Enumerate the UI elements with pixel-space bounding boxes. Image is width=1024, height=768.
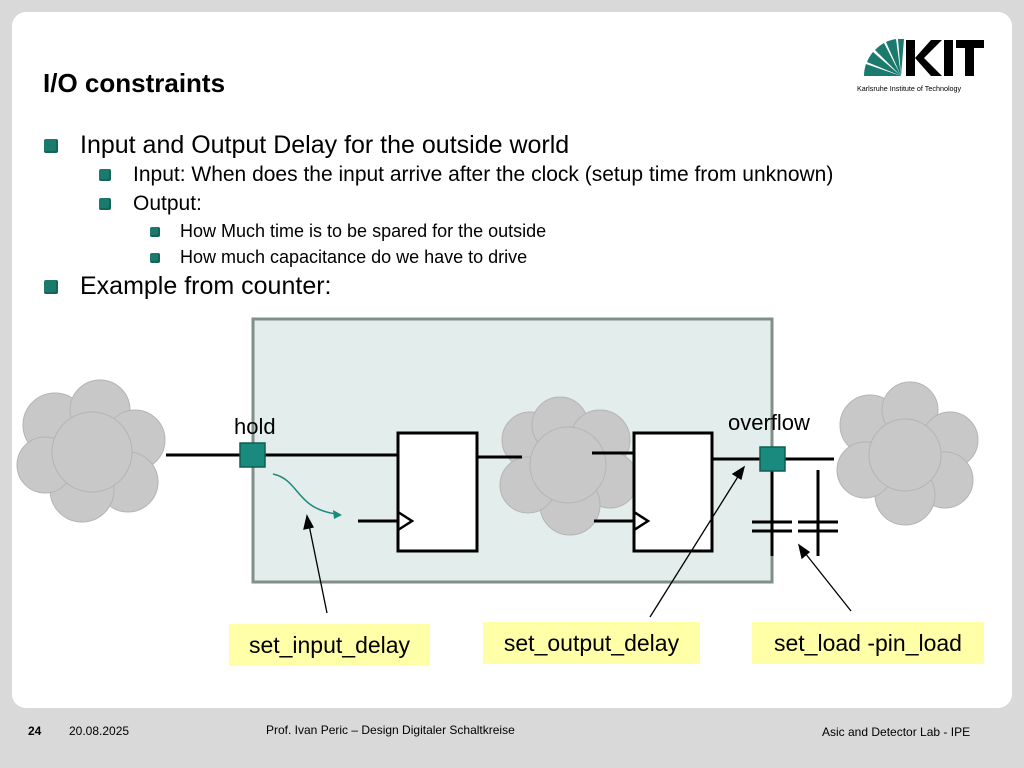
flip-flop-2 <box>632 431 714 553</box>
bullet-square-icon <box>150 252 160 263</box>
bullet-square-icon <box>99 198 111 210</box>
input-pin-hold <box>239 442 266 468</box>
bullet-text: Example from counter: <box>80 272 332 300</box>
bullet-text: Input and Output Delay for the outside w… <box>80 131 570 159</box>
set-input-delay-label: set_input_delay <box>229 624 430 666</box>
outside-logic-left-cloud <box>16 379 166 523</box>
page-number: 24 <box>28 724 42 738</box>
input-delay-arrow <box>272 473 342 519</box>
pin-label-overflow: overflow <box>728 410 810 435</box>
combinational-logic-cloud <box>499 396 639 536</box>
wires <box>166 451 838 556</box>
bullet-io-delay: Input and Output Delay for the outside w… <box>44 131 569 160</box>
bullet-square-icon <box>44 138 58 153</box>
bullet-output: Output: <box>99 192 202 216</box>
footer-lab: Asic and Detector Lab - IPE <box>822 725 971 739</box>
bullet-example: Example from counter: <box>44 272 332 301</box>
bullet-input: Input: When does the input arrive after … <box>99 163 833 187</box>
bullet-text: Output: <box>133 192 202 215</box>
bullet-text: How Much time is to be spared for the ou… <box>180 221 547 241</box>
bullet-text: How much capacitance do we have to drive <box>180 247 528 267</box>
bullet-text: Input: When does the input arrive after … <box>133 163 834 186</box>
bullet-output-capacitance: How much capacitance do we have to drive <box>150 247 527 268</box>
output-pin-overflow <box>759 446 786 472</box>
logo-caption: Karlsruhe Institute of Technology <box>857 84 962 93</box>
set-load-label: set_load -pin_load <box>752 622 984 664</box>
bullet-square-icon <box>150 226 160 237</box>
bullet-output-time: How Much time is to be spared for the ou… <box>150 221 546 242</box>
callout-arrows <box>303 465 852 618</box>
pin-label-hold: hold <box>234 414 276 439</box>
flip-flop-1 <box>396 431 479 553</box>
footer-date: 20.08.2025 <box>69 724 130 738</box>
set-output-delay-label: set_output_delay <box>483 622 700 664</box>
bullet-square-icon <box>44 279 58 294</box>
kit-logo: Karlsruhe Institute of Technology <box>857 39 984 93</box>
footer-author: Prof. Ivan Peric – Design Digitaler Scha… <box>266 723 515 737</box>
slide-title: I/O constraints <box>43 68 226 98</box>
outside-logic-right-cloud <box>836 381 979 526</box>
bullet-square-icon <box>99 169 111 181</box>
